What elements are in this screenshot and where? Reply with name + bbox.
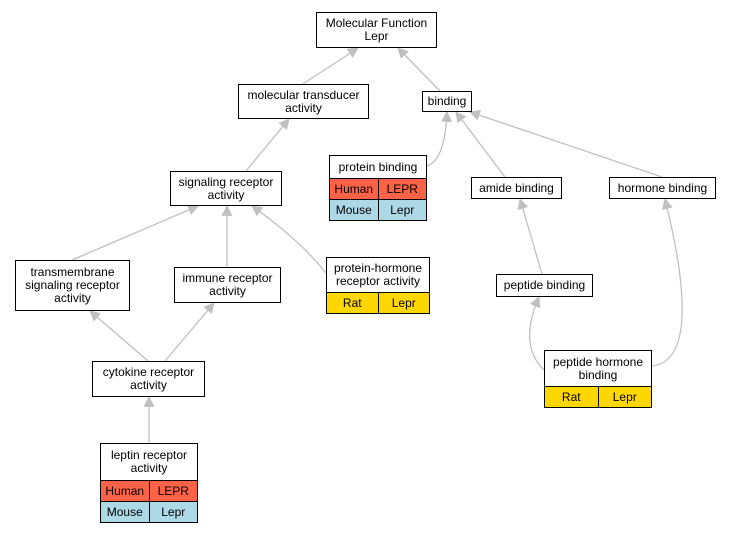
edge-binding-to-root [397, 47, 441, 92]
edge-peptide-to-amide [517, 197, 543, 275]
edge-cytokine-to-immune [164, 302, 215, 362]
node-label: signaling receptor activity [178, 174, 274, 202]
edge-amide-to-binding [455, 111, 506, 178]
node-label: peptide hormone binding [552, 354, 644, 382]
organism-cell: Human [105, 483, 145, 498]
organism-cell: Mouse [106, 504, 143, 519]
node-label: cytokine receptor activity [102, 365, 195, 392]
edge-signaling-to-transducer [245, 118, 290, 172]
edge-transmembrane-to-signaling [71, 204, 200, 261]
gene-cell: Lepr [377, 293, 430, 313]
node-label: Molecular Function Lepr [325, 16, 428, 43]
organism-cell: Human [334, 181, 374, 196]
node-amide-binding[interactable]: amide binding [471, 177, 562, 199]
organism-cell: Rat [561, 389, 581, 404]
node-label: protein binding [338, 159, 418, 174]
node-peptide-hormone-binding[interactable]: peptide hormone binding Rat Lepr [544, 350, 652, 408]
node-immune-receptor-activity[interactable]: immune receptor activity [174, 267, 281, 303]
node-peptide-binding[interactable]: peptide binding [496, 274, 593, 297]
node-hormone-binding[interactable]: hormone binding [609, 177, 716, 199]
node-label: amide binding [479, 180, 554, 195]
edge-pep_hormone-to-hormone [651, 197, 683, 367]
node-signaling-receptor-activity[interactable]: signaling receptor activity [170, 171, 282, 206]
gene-cell: LEPR [148, 481, 198, 501]
node-label: hormone binding [617, 180, 708, 195]
edge-pep_hormone-to-peptide [529, 295, 545, 371]
organism-cell: Rat [342, 295, 362, 310]
gene-cell: LEPR [377, 179, 427, 199]
node-molecular-transducer-activity[interactable]: molecular transducer activity [238, 84, 369, 119]
annotation-row-rat: Rat Lepr [327, 292, 429, 313]
annotation-row-human: Human LEPR [330, 178, 426, 199]
annotation-row-rat: Rat Lepr [545, 386, 651, 407]
node-label: leptin receptor activity [110, 448, 188, 475]
node-label: protein-hormone receptor activity [333, 261, 423, 288]
edge-prot_hormone-to-signaling [251, 205, 327, 274]
node-protein-hormone-receptor-activity[interactable]: protein-hormone receptor activity Rat Le… [326, 257, 430, 314]
node-transmembrane-signaling-receptor-activity[interactable]: transmembrane signaling receptor activit… [15, 260, 130, 311]
annotation-row-mouse: Mouse Lepr [330, 199, 426, 220]
gene-cell: Lepr [597, 387, 652, 407]
node-label: molecular transducer activity [247, 87, 360, 115]
gene-cell: Lepr [148, 502, 198, 522]
annotation-row-mouse: Mouse Lepr [101, 501, 197, 522]
node-cytokine-receptor-activity[interactable]: cytokine receptor activity [92, 361, 205, 397]
edge-transducer-to-root [302, 47, 359, 85]
node-protein-binding[interactable]: protein binding Human LEPR Mouse Lepr [329, 155, 427, 221]
edge-hormone-to-binding [468, 109, 663, 178]
organism-cell: Mouse [335, 202, 372, 217]
node-label: peptide binding [503, 278, 586, 292]
edge-protein_binding-to-binding [426, 110, 453, 167]
node-label: binding [427, 94, 467, 108]
node-leptin-receptor-activity[interactable]: leptin receptor activity Human LEPR Mous… [100, 443, 198, 523]
node-binding[interactable]: binding [422, 91, 472, 112]
gene-cell: Lepr [377, 200, 427, 220]
edge-cytokine-to-transmembrane [89, 310, 149, 362]
annotation-row-human: Human LEPR [101, 480, 197, 501]
node-label: immune receptor activity [182, 271, 273, 298]
node-molecular-function[interactable]: Molecular Function Lepr [316, 12, 437, 48]
node-label: transmembrane signaling receptor activit… [25, 265, 120, 305]
